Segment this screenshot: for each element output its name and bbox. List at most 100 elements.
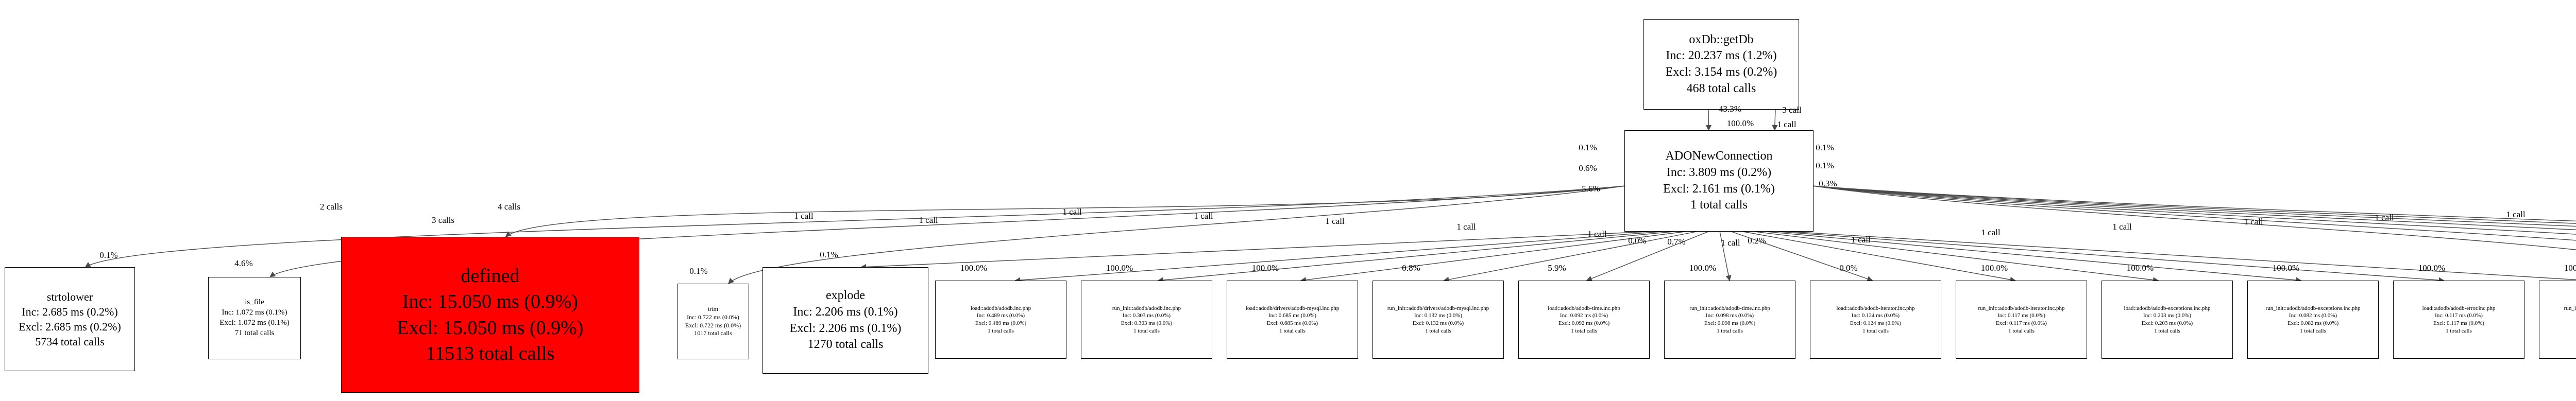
node-function-name: run_init::adodb/drivers/adodb-mysql.inc.… [1387,305,1489,311]
node-stat-line: Inc: 0.489 ms (0.0%) [976,312,1025,319]
edge-label: 1 call [794,211,814,221]
node-stat-line: Inc: 0.203 ms (0.0%) [2143,312,2192,319]
call-edge-adonew-to-strtolower [84,185,1625,268]
node-stat-line: Excl: 0.685 ms (0.0%) [1266,320,1318,326]
call-edge-adonew-to-n8 [1755,231,2159,283]
node-stat-line: Excl: 0.203 ms (0.0%) [2141,320,2193,326]
call-edge-adonew-to-n12 [1813,185,2576,250]
edge-label: 0.1% [99,250,118,260]
node-stat-line: 5734 total calls [35,335,105,348]
edge-label: 100.0% [2564,263,2576,273]
edge-label: 1 call [919,215,938,225]
node-function-name: strtolower [46,290,93,303]
edge-label: 4.6% [234,258,253,268]
edge-label: 100.0% [1251,263,1279,273]
node-stat-line: Inc: 20.237 ms (1.2%) [1666,49,1777,63]
node-stat-line: Inc: 3.809 ms (0.2%) [1666,165,1772,179]
node-function-name: defined [461,265,520,287]
call-edge-adonew-to-n3 [1443,231,1697,283]
node-stat-line: Excl: 2.685 ms (0.2%) [19,320,121,333]
edge-label: 5.9% [1548,263,1566,273]
node-stat-line: 1 total calls [1690,198,1748,212]
call-edge-adonew-to-n11 [1789,231,2576,281]
node-function-name: load::adodb/adodb-time.inc.php [1548,305,1620,311]
node-stat-line: Excl: 2.206 ms (0.1%) [789,321,902,335]
edge-label: 100.0% [1980,263,2008,273]
edge-label: 0.0% [1839,263,1858,273]
edge-label: 0.2% [1748,236,1766,246]
node-stat-line: Inc: 0.722 ms (0.0%) [687,313,739,321]
node-stat-line: Excl: 0.303 ms (0.0%) [1121,320,1173,326]
edge-label: 100.0% [2418,263,2446,273]
edge-label: 1 call [1587,229,1607,239]
edge-label: 100.0% [1106,263,1133,273]
node-stat-line: Inc: 0.117 ms (0.0%) [1997,312,2045,319]
node-stat-line: Excl: 0.132 ms (0.0%) [1412,320,1464,326]
edge-label: 0.1% [820,250,838,259]
node-function-name: load::adodb/drivers/adodb-mysql.inc.php [1245,305,1340,311]
node-stat-line: Inc: 0.082 ms (0.0%) [2289,312,2337,319]
node-function-name: load::adodb/adodb-exceptions.inc.php [2124,305,2211,311]
edge-label: 1 call [1062,207,1082,217]
edge-label: 100.0% [960,263,988,273]
node-stat-line: Inc: 0.117 ms (0.0%) [2435,312,2483,319]
node-stat-line: Inc: 0.303 ms (0.0%) [1122,312,1171,319]
node-stat-line: 1 total calls [2446,327,2472,334]
node-stat-line: 1 total calls [1571,327,1597,334]
node-function-name: run_init::adodb/adodb-time.inc.php [1689,305,1770,311]
edge-label: 0.0% [1628,236,1647,246]
node-function-name: load::adodb/adodb.inc.php [970,305,1031,311]
call-graph-node-n11: run_init::adodb/adodb-error.inc.phpInc: … [2539,281,2576,359]
edge-label: 1 call [1456,222,1476,232]
node-stat-line: 1270 total calls [807,338,884,352]
edge-label: 100.0% [2272,263,2300,273]
node-stat-line: Inc: 1.072 ms (0.1%) [222,308,287,317]
edge-label: 0.1% [1579,143,1597,152]
edge-label: 0.1% [1816,161,1834,170]
node-stat-line: 1 total calls [2154,327,2180,334]
node-function-name: explode [826,289,865,303]
node-function-name: run_init::adodb/adodb-iterator.inc.php [1978,305,2065,311]
node-function-name: run_init::adodb/adodb.inc.php [1112,305,1181,311]
node-stat-line: Inc: 0.124 ms (0.0%) [1851,312,1900,319]
node-stat-line: Excl: 0.078 ms (0.0%) [2540,320,2576,327]
node-stat-line: 468 total calls [1686,81,1756,95]
node-stat-line: Excl: 0.117 ms (0.0%) [1996,320,2047,326]
edge-label: 0.7% [1667,237,1686,247]
edge-label: 3 call [1782,105,1802,115]
node-function-name: oxDb::getDb [1689,32,1754,46]
edge-label: 1 call [1194,211,1213,221]
node-stat-line: Excl: 0.092 ms (0.0%) [1558,320,1610,326]
node-stat-line: 1 total calls [988,327,1014,334]
node-stat-line: Excl: 0.124 ms (0.0%) [1850,320,1902,326]
node-stat-line: 1 total calls [2540,327,2576,335]
edge-label: 1 call [1851,235,1871,245]
edge-label: 0.3% [1819,179,1837,188]
edge-label: 4 calls [498,202,520,212]
node-function-name: run_init::adodb/adodb-exceptions.inc.php [2265,305,2361,311]
edge-label: 5.6% [1582,184,1600,194]
node-stat-line: 1 total calls [1425,327,1451,334]
node-stat-line: Inc: 0.078 ms (0.0%) [2540,312,2576,320]
call-edge-adonew-to-n17 [1813,185,2576,224]
edge-label: 0.6% [1579,163,1597,173]
node-stat-line: Inc: 0.685 ms (0.0%) [1268,312,1317,319]
node-stat-line: Excl: 0.098 ms (0.0%) [1704,320,1756,326]
node-stat-line: Excl: 2.161 ms (0.1%) [1663,182,1775,196]
node-function-name: run_init::adodb/adodb-error.inc.php [2564,305,2576,311]
node-stat-line: 1 total calls [1279,327,1306,334]
edge-label: 0.1% [689,266,708,276]
node-function-name: load::adodb/adodb-iterator.inc.php [1836,305,1915,311]
edge-label: 43.3% [1719,104,1741,114]
edge-label: 1 call [1777,119,1797,129]
node-function-name: trim [708,305,718,312]
